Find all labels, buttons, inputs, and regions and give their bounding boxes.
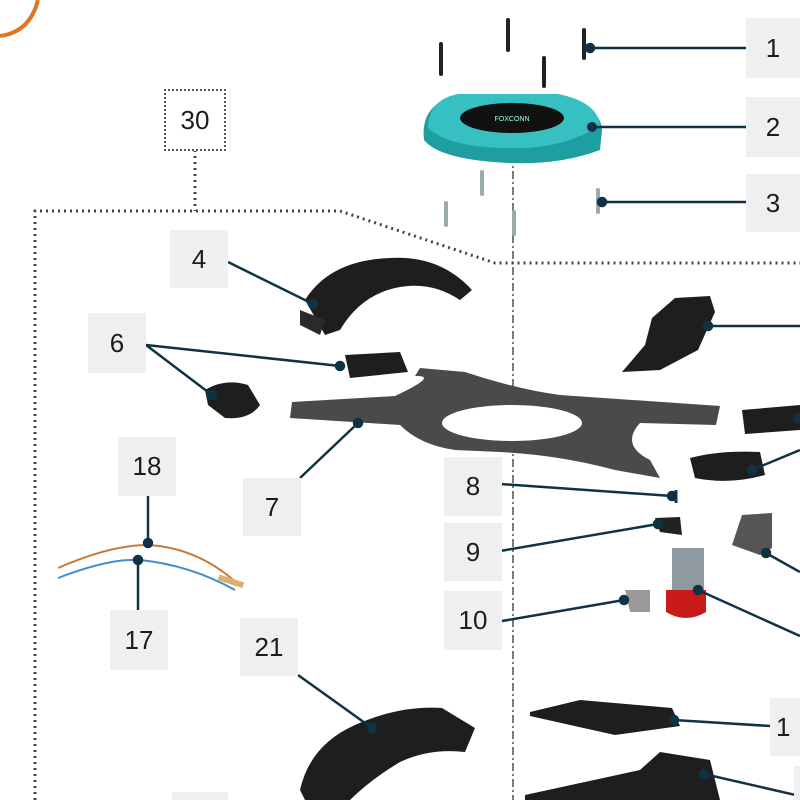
callout-9[interactable]: 9: [444, 523, 502, 581]
screw-icon: [444, 170, 600, 236]
callout-7[interactable]: 7: [243, 478, 301, 536]
callout-10[interactable]: 10: [444, 591, 502, 650]
callout-1[interactable]: 1: [746, 18, 800, 78]
screw-icon: [439, 18, 586, 88]
callout-17[interactable]: 17: [110, 610, 168, 670]
callout-4[interactable]: 4: [170, 230, 228, 288]
callout-18[interactable]: 18: [118, 437, 176, 496]
brand-text: FOXCONN: [495, 116, 530, 123]
top-cover-icon: FOXCONN: [423, 94, 602, 164]
arm-bracket-icon: [622, 296, 715, 372]
wire-harness-icon: [57, 543, 245, 591]
callout-21[interactable]: 21: [240, 618, 298, 676]
callout-cutoff-right: [794, 766, 800, 800]
callout-8[interactable]: 8: [444, 457, 502, 516]
rail-icon: [530, 700, 680, 735]
motor-icon: [666, 548, 706, 618]
group-boundary: [33, 150, 800, 800]
callout-cutoff: [172, 792, 228, 800]
callout-6[interactable]: 6: [88, 313, 146, 373]
callout-3[interactable]: 3: [746, 174, 800, 232]
frame-plate-icon: [290, 368, 720, 478]
callout-30-group[interactable]: 30: [164, 89, 226, 151]
arm-bracket-icon: [300, 707, 475, 800]
bracket-icon: [732, 513, 772, 555]
corner-arc-icon: [0, 0, 40, 38]
leader-lines: [132, 42, 800, 798]
cap-icon: [205, 352, 800, 481]
arm-bracket-icon: [300, 257, 472, 335]
callout-partial[interactable]: 1: [770, 698, 800, 756]
bracket-icon: [525, 752, 720, 800]
callout-2[interactable]: 2: [746, 97, 800, 157]
